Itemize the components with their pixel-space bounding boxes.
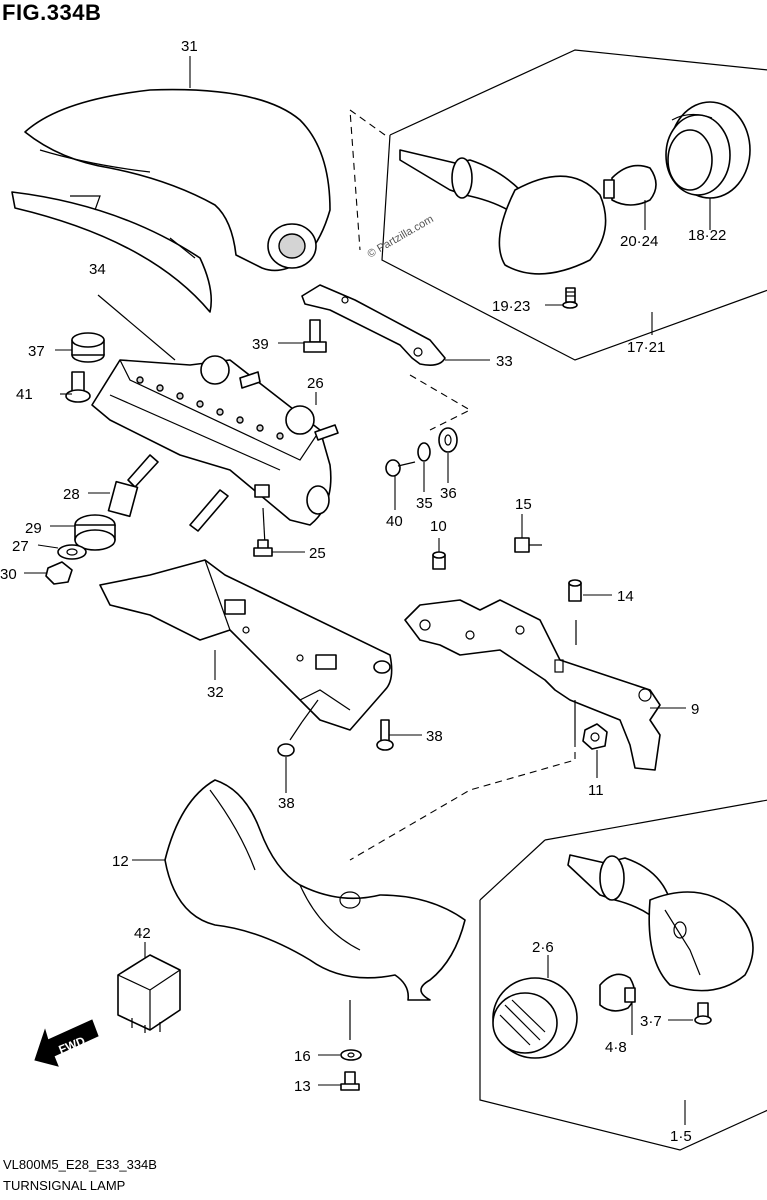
callout-11: 11 <box>588 782 604 799</box>
part-16-washer <box>340 1049 362 1061</box>
part-37-grommet <box>71 294 176 363</box>
callout-41: 41 <box>16 386 33 403</box>
callout-3-7: 3·7 <box>640 1013 662 1030</box>
callout-27: 27 <box>12 538 29 555</box>
part-26-main-bracket <box>91 355 339 546</box>
callout-35: 35 <box>416 495 433 512</box>
part-35-washer <box>417 442 431 462</box>
callout-16: 16 <box>294 1048 311 1065</box>
part-25-bolt <box>253 539 273 557</box>
callout-25: 25 <box>309 545 326 562</box>
callout-1-5: 1·5 <box>670 1128 692 1145</box>
callout-42: 42 <box>134 925 151 942</box>
callout-15: 15 <box>515 496 532 513</box>
part-11-nut <box>582 723 608 750</box>
part-29-cushion <box>74 514 116 551</box>
watermark-text: © Partzilla.com <box>366 213 436 260</box>
figure-title: FIG.334B <box>2 0 102 25</box>
part-32-lower-bracket <box>99 559 393 731</box>
part-40-screw <box>385 459 416 477</box>
diagram-code: VL800M5_E28_E33_334B <box>3 1157 157 1172</box>
callout-9: 9 <box>691 701 699 718</box>
callout-38-lower: 38 <box>278 795 295 812</box>
callout-37: 37 <box>28 343 45 360</box>
part-41-bolt <box>65 371 91 403</box>
leader-lines <box>24 56 711 1125</box>
fwd-direction-arrow: FWD <box>34 1019 99 1067</box>
callout-31: 31 <box>181 38 198 55</box>
callout-32: 32 <box>207 684 224 701</box>
callout-30: 30 <box>0 566 17 583</box>
callout-34: 34 <box>89 261 106 278</box>
part-28-spacer <box>107 480 139 518</box>
part-39-bolt <box>303 319 327 353</box>
callout-20-24: 20·24 <box>620 233 658 250</box>
callout-39: 39 <box>252 336 269 353</box>
callout-2-6: 2·6 <box>532 939 554 956</box>
callout-19-23: 19·23 <box>492 298 530 315</box>
callout-13: 13 <box>294 1078 311 1095</box>
part-30-nut <box>45 561 73 585</box>
part-38-screw-lower <box>277 699 319 757</box>
figure-caption: TURNSIGNAL LAMP <box>3 1178 126 1193</box>
part-36-collar <box>438 427 458 453</box>
part-9-front-bracket <box>349 599 661 861</box>
part-1-front-turn-signal-assembly <box>479 799 767 1151</box>
part-14-collar <box>568 579 582 602</box>
callout-29: 29 <box>25 520 42 537</box>
callout-10: 10 <box>430 518 447 535</box>
callout-12: 12 <box>112 853 129 870</box>
callout-14: 14 <box>617 588 634 605</box>
callout-17-21: 17·21 <box>627 339 665 356</box>
callout-4-8: 4·8 <box>605 1039 627 1056</box>
callout-28: 28 <box>63 486 80 503</box>
callout-36: 36 <box>440 485 457 502</box>
part-15-nut <box>514 537 542 553</box>
callout-26: 26 <box>307 375 324 392</box>
part-12-front-cover <box>164 779 466 1040</box>
part-10-nut <box>432 551 446 570</box>
part-17-rear-turn-signal-assembly <box>349 49 767 361</box>
part-33-bracket <box>301 284 472 431</box>
part-13-screw <box>340 1071 360 1091</box>
callout-18-22: 18·22 <box>688 227 726 244</box>
callout-labels: 31 34 37 39 41 26 33 40 35 36 28 29 27 3… <box>0 38 726 1145</box>
callout-33: 33 <box>496 353 513 370</box>
part-42-relay <box>117 954 181 1033</box>
part-31-rear-cowl <box>11 88 331 313</box>
part-27-washer <box>57 544 87 560</box>
callout-40: 40 <box>386 513 403 530</box>
callout-38-upper: 38 <box>426 728 443 745</box>
part-38-screw-upper <box>376 719 394 751</box>
